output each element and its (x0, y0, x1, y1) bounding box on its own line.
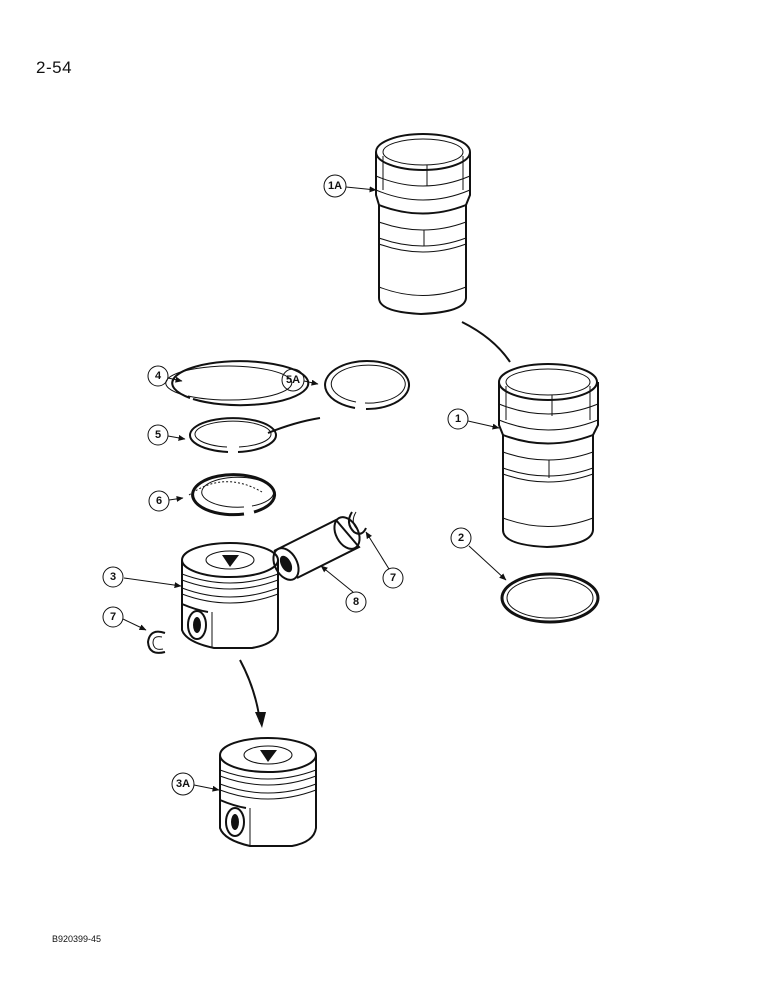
piston-pin-8 (272, 516, 361, 581)
assembly-curve-5-to-5a (267, 417, 321, 434)
svg-text:8: 8 (353, 596, 359, 608)
callout-6: 6 (148, 490, 170, 512)
piston-ring-5a (324, 360, 410, 411)
svg-text:3: 3 (110, 571, 116, 583)
callout-1a: 1A (323, 174, 347, 198)
leader-6 (168, 495, 184, 502)
svg-text:3A: 3A (176, 778, 190, 790)
leader-7-right (365, 531, 390, 570)
leader-3a (193, 784, 220, 792)
leader-8 (320, 565, 354, 593)
leader-3 (123, 577, 182, 589)
retaining-ring-7-right (348, 511, 367, 535)
callout-3a: 3A (171, 772, 195, 796)
piston-ring-5 (189, 417, 277, 453)
callout-5a: 5A (281, 368, 305, 392)
cylinder-liner-1a (375, 133, 471, 316)
piston-3a (219, 737, 317, 847)
assembly-curve-3-to-3a-tip (255, 712, 266, 728)
callout-2: 2 (450, 527, 472, 549)
callout-5: 5 (147, 424, 169, 446)
leader-1a (345, 186, 377, 193)
callout-4: 4 (147, 365, 169, 387)
svg-text:7: 7 (110, 611, 116, 623)
svg-text:4: 4 (155, 370, 162, 382)
cylinder-liner-1 (498, 363, 599, 549)
svg-text:7: 7 (390, 572, 396, 584)
callout-8: 8 (345, 591, 367, 613)
svg-text:2: 2 (458, 532, 464, 544)
callout-3: 3 (102, 566, 124, 588)
svg-text:1: 1 (455, 413, 461, 425)
retaining-ring-7-left (146, 630, 166, 654)
leader-5 (167, 434, 186, 441)
svg-text:1A: 1A (328, 180, 342, 192)
piston-3 (181, 542, 279, 649)
leader-5a (303, 379, 319, 386)
piston-ring-6 (188, 473, 277, 517)
leader-7-left (122, 618, 147, 631)
svg-text:6: 6 (156, 495, 162, 507)
leader-4 (167, 376, 183, 383)
callout-7-right: 7 (382, 567, 404, 589)
leader-2 (468, 545, 507, 581)
assembly-curve-1a-to-1 (461, 321, 511, 363)
o-ring-2 (500, 572, 600, 624)
figure-code: B920399-45 (52, 934, 102, 944)
svg-text:5A: 5A (286, 374, 300, 386)
callout-7-left: 7 (102, 606, 124, 628)
svg-text:5: 5 (155, 429, 161, 441)
page-number: 2-54 (36, 58, 73, 77)
leader-1 (467, 420, 500, 430)
callout-1: 1 (447, 408, 469, 430)
